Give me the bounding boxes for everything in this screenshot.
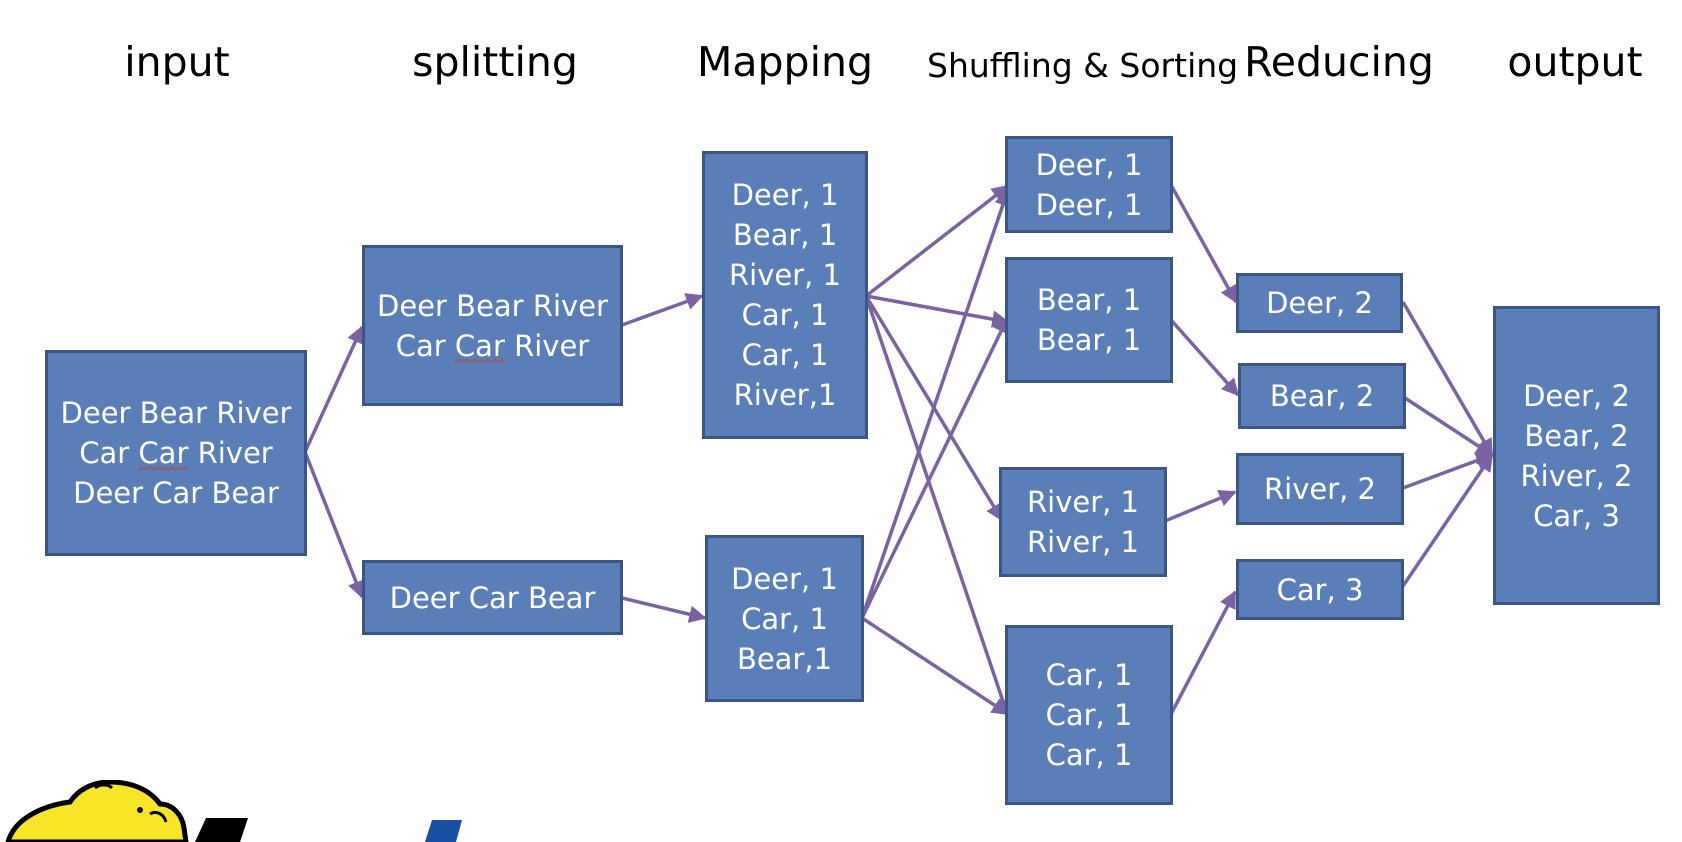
shuffle-box-car: Car, 1 Car, 1 Car, 1 [1005, 625, 1173, 805]
map-2-pair: Deer, 1 [731, 561, 838, 596]
arrow-input-to-split2 [303, 451, 365, 599]
arrow-deer-to-reduce [1169, 184, 1238, 304]
input-line-3: Deer Car Bear [73, 476, 279, 510]
stage-title-splitting: splitting [412, 38, 578, 86]
shuffle-box-deer: Deer, 1 Deer, 1 [1005, 136, 1173, 233]
shuffle-bear-pair: Bear, 1 [1036, 323, 1142, 357]
split-box-2: Deer Car Bear [362, 560, 623, 635]
input-line-1: Deer Bear River [60, 396, 292, 430]
output-pair: Car, 3 [1533, 498, 1620, 533]
map-1-pair: Car, 1 [741, 338, 829, 372]
shuffle-box-river: River, 1 River, 1 [999, 467, 1167, 577]
map-1-pair: Bear, 1 [732, 218, 838, 252]
shuffle-car-pair: Car, 1 [1045, 658, 1133, 692]
shuffle-car-pair: Car, 1 [1045, 698, 1133, 732]
arrow-reduce-car-to-output [1401, 453, 1494, 587]
reduce-box-river: River, 2 [1236, 453, 1404, 525]
arrow-reduce-river-to-output [1402, 452, 1494, 490]
shuffle-deer-pair: Deer, 1 [1035, 147, 1143, 182]
input-box: Deer Bear River Car Car River Deer Car B… [45, 350, 307, 556]
arrow-car-to-reduce [1169, 590, 1237, 715]
arrow-bear-to-reduce [1169, 318, 1240, 397]
reduce-deer-text: Deer, 2 [1266, 286, 1373, 320]
split-1-line-1: Deer Bear River [377, 288, 608, 323]
stage-title-reducing: Reducing [1244, 38, 1434, 86]
shuffle-car-pair: Car, 1 [1045, 738, 1133, 772]
arrow-map1-to-deer [864, 184, 1010, 298]
arrow-split2-to-map2 [621, 596, 707, 623]
hadoop-elephant-logo-icon [5, 780, 462, 842]
map-1-pair: Deer, 1 [731, 178, 839, 212]
shuffle-box-bear: Bear, 1 Bear, 1 [1005, 257, 1173, 383]
shuffle-river-pair: River, 1 [1026, 525, 1140, 559]
arrow-split1-to-map1 [621, 293, 704, 327]
stage-title-output: output [1507, 38, 1643, 86]
output-box: Deer, 2 Bear, 2 River, 2 Car, 3 [1493, 306, 1660, 605]
map-box-1: Deer, 1 Bear, 1 River, 1 Car, 1 Car, 1 R… [702, 151, 868, 439]
arrow-reduce-deer-to-output [1401, 301, 1494, 457]
output-pair: River, 2 [1520, 458, 1633, 493]
map-1-pair: River, 1 [728, 258, 842, 292]
arrow-map2-to-bear [860, 315, 1010, 619]
stage-title-mapping: Mapping [697, 38, 873, 86]
stage-title-input: input [124, 38, 230, 86]
output-pair: Bear, 2 [1524, 418, 1629, 453]
reduce-bear-text: Bear, 2 [1269, 379, 1375, 413]
reduce-river-text: River, 2 [1263, 472, 1377, 506]
map-box-2: Deer, 1 Car, 1 Bear,1 [705, 535, 864, 702]
reduce-car-text: Car, 3 [1276, 572, 1364, 607]
output-pair: Deer, 2 [1523, 378, 1630, 413]
arrow-map1-to-bear [865, 294, 1010, 328]
reduce-box-bear: Bear, 2 [1238, 363, 1406, 429]
map-2-pair: Car, 1 [741, 601, 828, 636]
shuffle-river-pair: River, 1 [1026, 485, 1140, 519]
arrow-reduce-bear-to-output [1404, 396, 1494, 457]
map-1-pair: River,1 [733, 378, 837, 412]
shuffle-bear-pair: Bear, 1 [1036, 283, 1142, 317]
input-line-2: Car Car River [79, 436, 273, 470]
shuffle-deer-pair: Deer, 1 [1035, 187, 1143, 222]
reduce-box-deer: Deer, 2 [1236, 273, 1403, 333]
map-1-pair: Car, 1 [741, 298, 829, 332]
split-2-line-1: Deer Car Bear [389, 580, 596, 615]
reduce-box-car: Car, 3 [1236, 559, 1404, 620]
arrow-river-to-reduce [1164, 489, 1237, 523]
stage-title-shuffling: Shuffling & Sorting [927, 46, 1239, 85]
arrow-map2-to-deer [860, 188, 1012, 619]
split-1-line-2: Car Car River [395, 328, 590, 363]
arrow-map2-to-car [861, 616, 1010, 716]
split-box-1: Deer Bear River Car Car River [362, 245, 623, 406]
map-2-pair: Bear,1 [736, 641, 833, 676]
arrow-map1-to-car [864, 295, 1012, 718]
arrow-input-to-split1 [303, 325, 364, 453]
